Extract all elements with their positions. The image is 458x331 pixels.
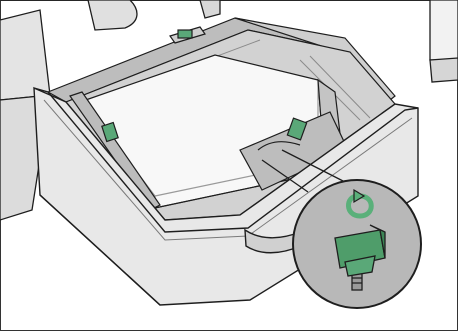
back-guide-tab (178, 30, 192, 38)
thumbscrew-callout (293, 180, 421, 308)
